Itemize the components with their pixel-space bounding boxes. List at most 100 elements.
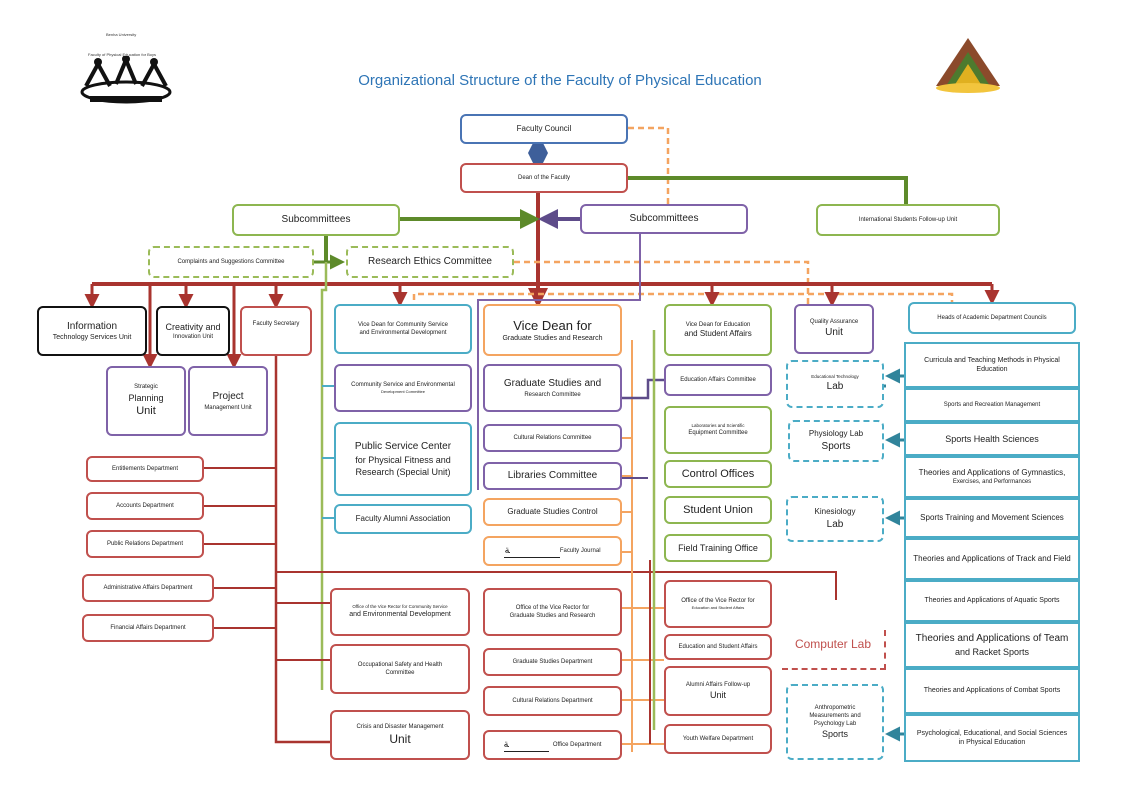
heads-label: Heads of Academic Department Councils: [937, 314, 1047, 321]
office-department-box[interactable]: ﺔ Office Department: [483, 730, 622, 760]
dept-label: Administrative Affairs Department: [103, 584, 193, 591]
control-offices-box[interactable]: Control Offices: [664, 460, 772, 488]
cultural-relations-committee-box[interactable]: Cultural Relations Committee: [483, 424, 622, 452]
vice-rector-community-office-box[interactable]: Office of the Vice Rector for Community …: [330, 588, 470, 636]
heads-of-departments-box[interactable]: Heads of Academic Department Councils: [908, 302, 1076, 334]
cultural-relations-department-box[interactable]: Cultural Relations Department: [483, 686, 622, 716]
dept-line: Theories and Applications of Aquatic Spo…: [924, 597, 1060, 605]
journal-mark: ﺔ: [504, 544, 560, 559]
vd-graduate-line2: Graduate Studies and Research: [502, 335, 603, 343]
graduate-studies-control-box[interactable]: Graduate Studies Control: [483, 498, 622, 526]
dept-line: Curricula and Teaching Methods in Physic…: [924, 356, 1060, 364]
dept-label: Accounts Department: [116, 502, 174, 509]
student-union-box[interactable]: Student Union: [664, 496, 772, 524]
vice-rector-education-office-box[interactable]: Office of the Vice Rector for Education …: [664, 580, 772, 628]
computer-lab-box[interactable]: Computer Lab: [782, 630, 886, 670]
project-sub-label: Management Unit: [204, 404, 252, 411]
anthro-line3: Psychology Lab: [813, 720, 857, 727]
research-ethics-box[interactable]: Research Ethics Committee: [346, 246, 514, 278]
faculty-alumni-association-box[interactable]: Faculty Alumni Association: [334, 504, 472, 534]
academic-department-track-field[interactable]: Theories and Applications of Track and F…: [904, 538, 1080, 580]
edtech-line1: Educational Technology: [811, 374, 859, 380]
accounts-department[interactable]: Accounts Department: [86, 492, 204, 520]
office-community-line2: and Environmental Development: [349, 611, 451, 619]
academic-department-health[interactable]: Sports Health Sciences: [904, 422, 1080, 456]
entitlements-department[interactable]: Entitlements Department: [86, 456, 204, 482]
academic-department-gymnastics[interactable]: Theories and Applications of Gymnastics,…: [904, 456, 1080, 498]
academic-department-psychological[interactable]: Psychological, Educational, and Social S…: [904, 714, 1080, 762]
laboratories-committee-box[interactable]: Laboratories and Scientific Equipment Co…: [664, 406, 772, 454]
vice-dean-graduate-box[interactable]: Vice Dean for Graduate Studies and Resea…: [483, 304, 622, 356]
youth-welfare-label: Youth Welfare Department: [682, 735, 754, 742]
vice-dean-community-box[interactable]: Vice Dean for Community Service and Envi…: [334, 304, 472, 354]
dean-box[interactable]: Dean of the Faculty: [460, 163, 628, 193]
anthro-line1: Anthropometric: [814, 704, 856, 711]
vd-graduate-line1: Vice Dean for: [513, 317, 592, 333]
faculty-journal-label: Faculty Journal: [559, 547, 601, 554]
office-graduate-line1: Office of the Vice Rector for: [515, 604, 590, 611]
international-students-label: International Students Follow-up Unit: [858, 216, 958, 223]
kinesiology-lab-box[interactable]: Kinesiology Lab: [786, 496, 884, 542]
anthro-line4: Sports: [821, 729, 848, 740]
psc-line2: for Physical Fitness and: [355, 454, 451, 465]
faculty-council-box[interactable]: Faculty Council: [460, 114, 628, 144]
education-affairs-committee-box[interactable]: Education Affairs Committee: [664, 364, 772, 396]
faculty-journal-box[interactable]: ﺔ Faculty Journal: [483, 536, 622, 566]
financial-affairs-department[interactable]: Financial Affairs Department: [82, 614, 214, 642]
field-training-office-box[interactable]: Field Training Office: [664, 534, 772, 562]
subcommittees-right-box[interactable]: Subcommittees: [580, 204, 748, 234]
educational-technology-lab-box[interactable]: Educational Technology Lab: [786, 360, 884, 408]
graduate-studies-committee-box[interactable]: Graduate Studies and Research Committee: [483, 364, 622, 412]
physiology-lab-box[interactable]: Physiology Lab Sports: [788, 420, 884, 462]
faculty-secretary-box[interactable]: Faculty Secretary: [240, 306, 312, 356]
safety-line1: Occupational Safety and Health: [357, 661, 443, 668]
vd-community-line2: and Environmental Development: [359, 330, 447, 336]
office-education-line2: Education and Student Affairs: [691, 605, 745, 611]
office-graduate-line2: Graduate Studies and Research: [509, 613, 596, 619]
gsr-line1: Graduate Studies and: [503, 378, 602, 390]
alumni-follow-up-unit-box[interactable]: Alumni Affairs Follow-up Unit: [664, 666, 772, 716]
planning-label: Planning: [128, 392, 164, 403]
academic-department-curricula[interactable]: Curricula and Teaching Methods in Physic…: [904, 342, 1080, 388]
subcommittees-left-box[interactable]: Subcommittees: [232, 204, 400, 236]
community-service-committee-box[interactable]: Community Service and Environmental Deve…: [334, 364, 472, 412]
strategic-planning-unit[interactable]: Strategic Planning Unit: [106, 366, 186, 436]
logo-left-faculty: Faculty of Physical Education for Boys: [88, 52, 157, 57]
public-relations-department[interactable]: Public Relations Department: [86, 530, 204, 558]
education-student-affairs-box[interactable]: Education and Student Affairs: [664, 634, 772, 660]
creativity-sub-label: Innovation Unit: [172, 334, 214, 341]
academic-department-aquatic[interactable]: Theories and Applications of Aquatic Spo…: [904, 580, 1080, 622]
creativity-unit[interactable]: Creativity and Innovation Unit: [156, 306, 230, 356]
vice-dean-education-box[interactable]: Vice Dean for Education and Student Affa…: [664, 304, 772, 356]
international-students-box[interactable]: International Students Follow-up Unit: [816, 204, 1000, 236]
graduate-studies-department-box[interactable]: Graduate Studies Department: [483, 648, 622, 676]
quality-assurance-unit-box[interactable]: Quality Assurance Unit: [794, 304, 874, 354]
strategic-unit-label: Unit: [136, 404, 156, 417]
crisis-management-unit-box[interactable]: Crisis and Disaster Management Unit: [330, 710, 470, 760]
vd-education-line1: Vice Dean for Education: [685, 321, 751, 328]
labs-line1: Laboratories and Scientific: [691, 422, 745, 428]
academic-department-training[interactable]: Sports Training and Movement Sciences: [904, 498, 1080, 538]
kines-line1: Kinesiology: [814, 506, 856, 516]
quality-line2: Unit: [825, 327, 843, 339]
dept-line: Theories and Applications of Combat Spor…: [923, 687, 1061, 695]
student-union-label: Student Union: [683, 503, 753, 516]
information-technology-unit[interactable]: Information Technology Services Unit: [37, 306, 147, 356]
quality-line1: Quality Assurance: [809, 319, 859, 326]
vice-rector-graduate-office-box[interactable]: Office of the Vice Rector for Graduate S…: [483, 588, 622, 636]
cse-line2: Development Committee: [380, 389, 426, 395]
complaints-committee-box[interactable]: Complaints and Suggestions Committee: [148, 246, 314, 278]
subcommittees-left-label: Subcommittees: [281, 214, 351, 226]
academic-department-recreation[interactable]: Sports and Recreation Management: [904, 388, 1080, 422]
academic-department-combat[interactable]: Theories and Applications of Combat Spor…: [904, 668, 1080, 714]
occupational-safety-box[interactable]: Occupational Safety and Health Committee: [330, 644, 470, 694]
project-management-unit[interactable]: Project Management Unit: [188, 366, 268, 436]
administrative-affairs-department[interactable]: Administrative Affairs Department: [82, 574, 214, 602]
libraries-committee-box[interactable]: Libraries Committee: [483, 462, 622, 490]
academic-department-team-sports[interactable]: Theories and Applications of Team and Ra…: [904, 622, 1080, 668]
public-service-center-box[interactable]: Public Service Center for Physical Fitne…: [334, 422, 472, 496]
anthropometric-lab-box[interactable]: Anthropometric Measurements and Psycholo…: [786, 684, 884, 760]
youth-welfare-department-box[interactable]: Youth Welfare Department: [664, 724, 772, 754]
page-title: Organizational Structure of the Faculty …: [358, 72, 762, 89]
